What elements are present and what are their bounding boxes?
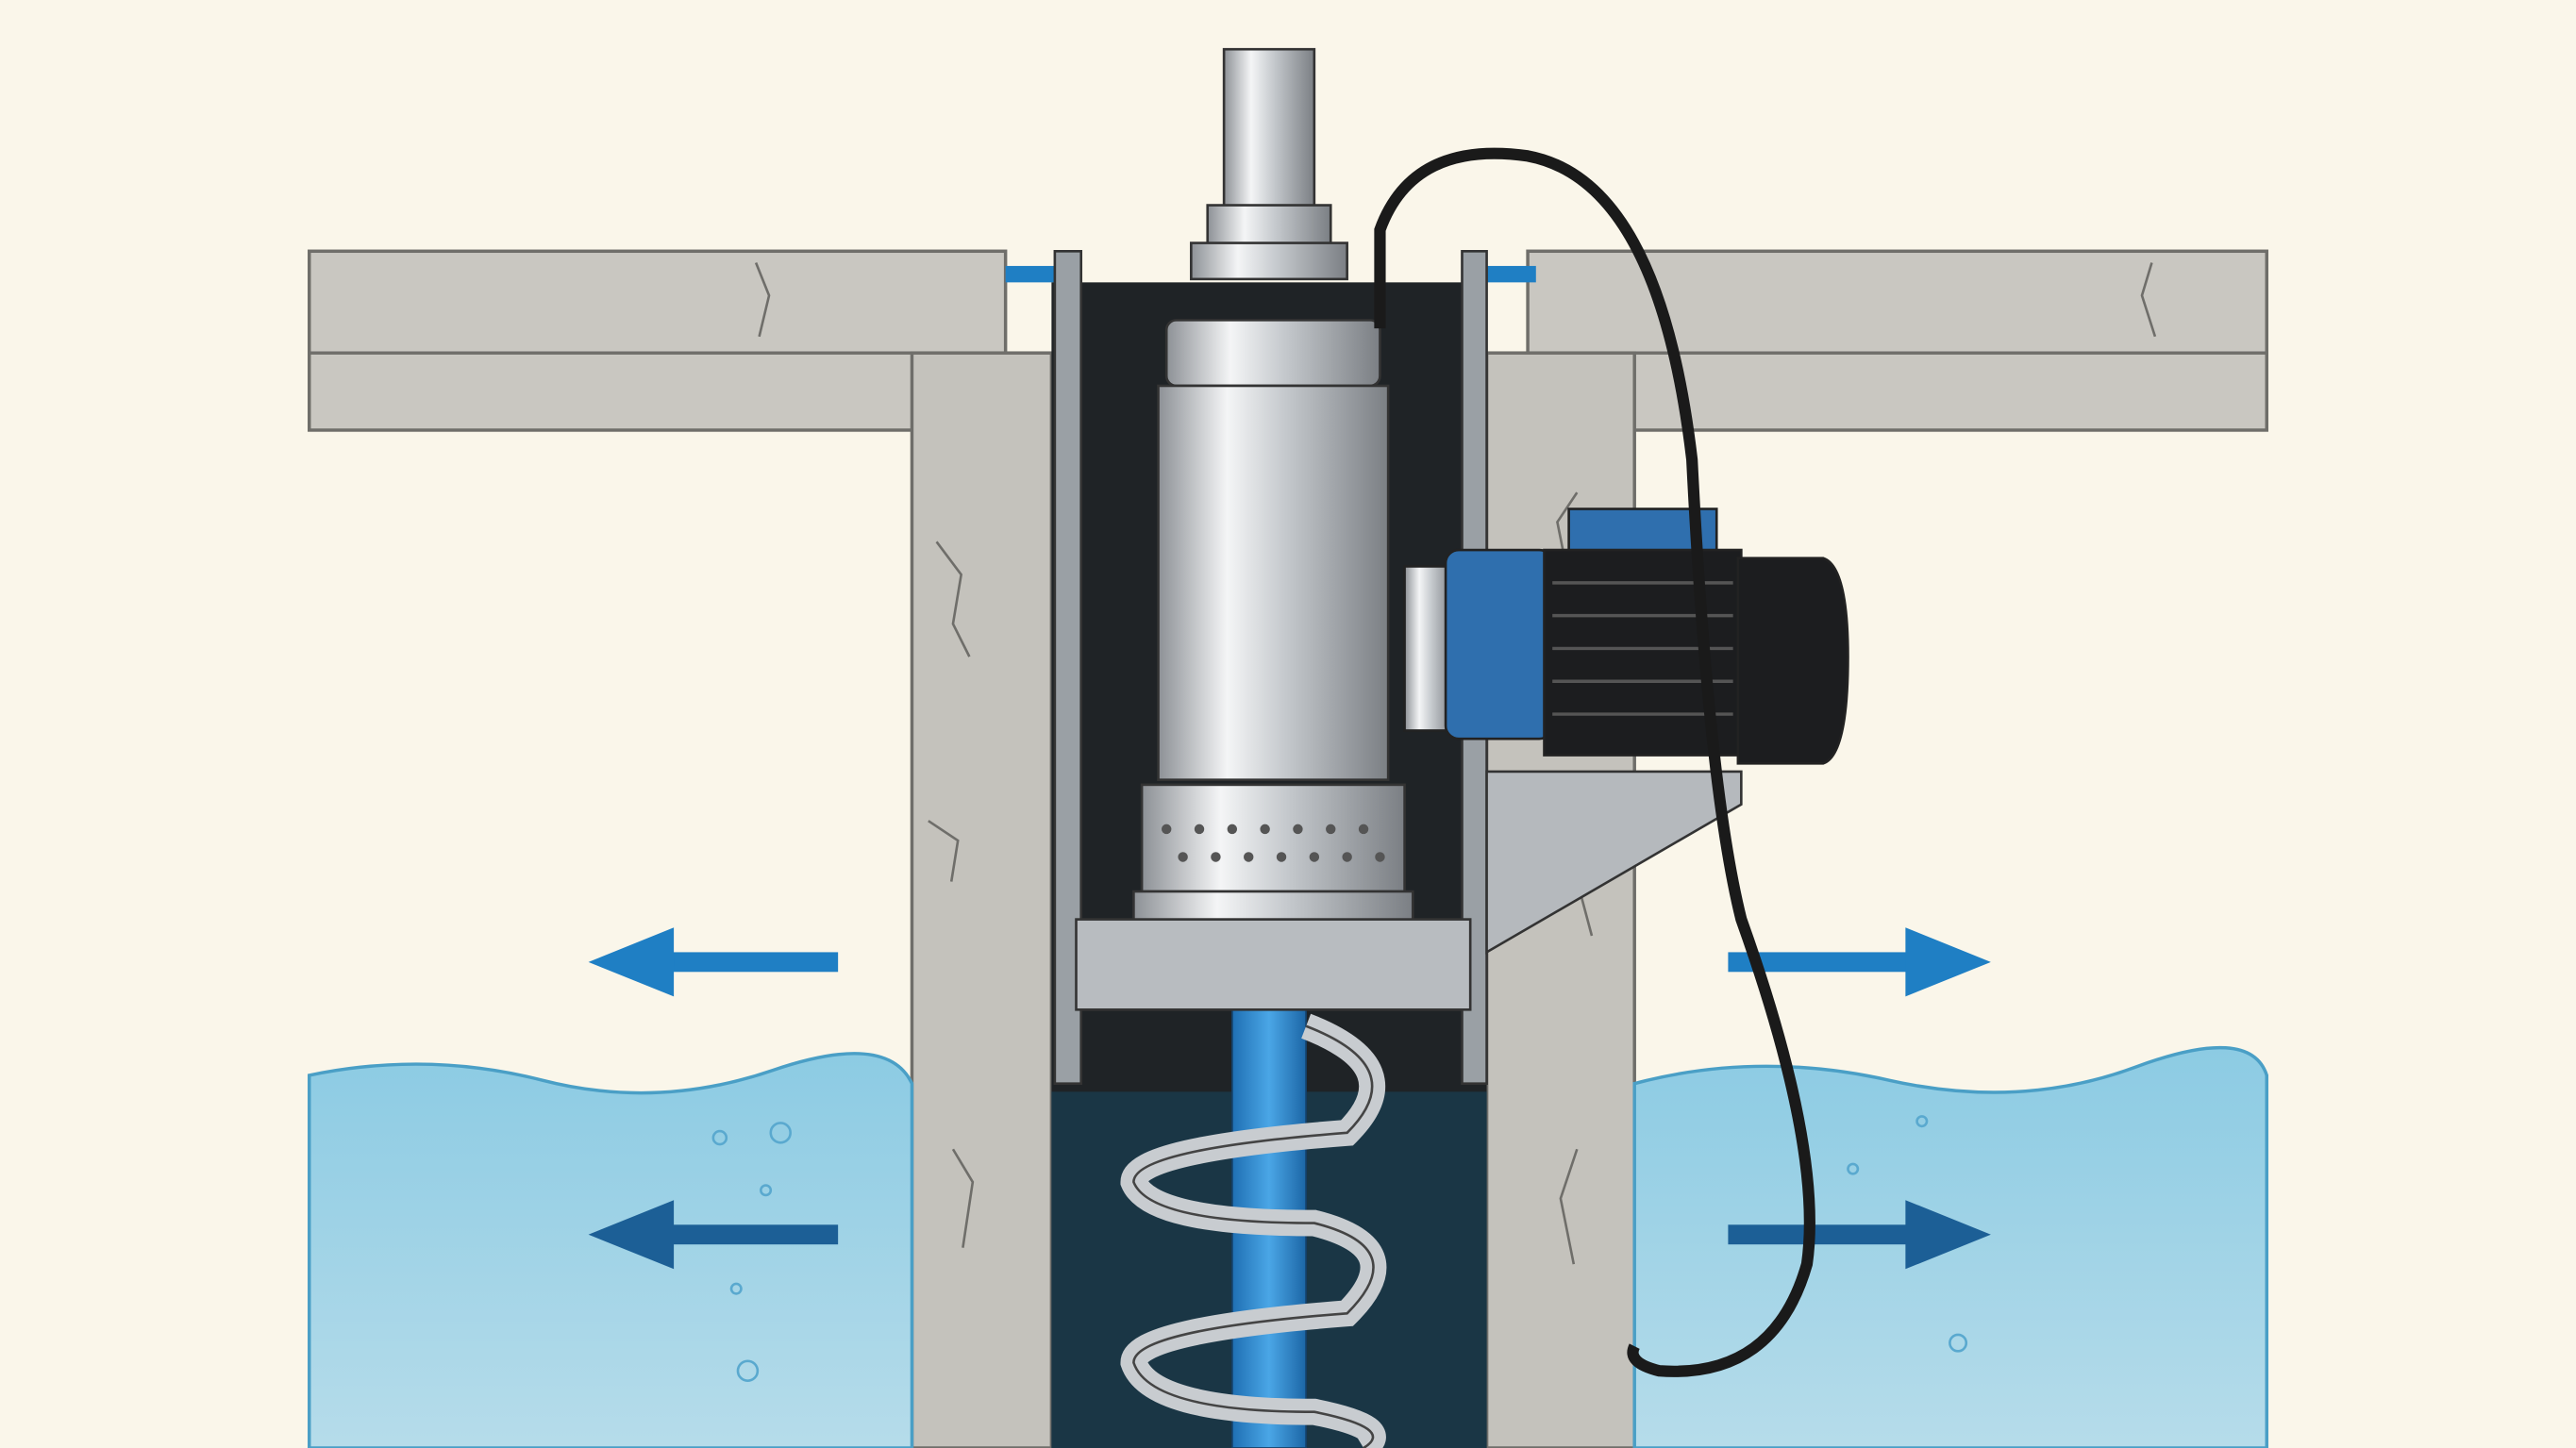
casing <box>1053 249 1488 1085</box>
seal-right <box>1486 265 1536 283</box>
auger <box>1120 951 1387 1448</box>
water-left <box>308 1052 914 1448</box>
bubbles <box>711 1115 1968 1382</box>
arrow-left-icon <box>588 927 839 997</box>
power-cable <box>1374 147 1815 1377</box>
arrow-right-icon <box>1728 1200 1991 1270</box>
arrow-right-icon <box>1728 927 1991 997</box>
submersible-pump <box>1075 47 1472 1011</box>
seal-left <box>1005 265 1055 283</box>
concrete-slab <box>308 249 2268 432</box>
mount-bracket <box>1485 770 1743 955</box>
arrow-left-icon <box>588 1200 839 1270</box>
